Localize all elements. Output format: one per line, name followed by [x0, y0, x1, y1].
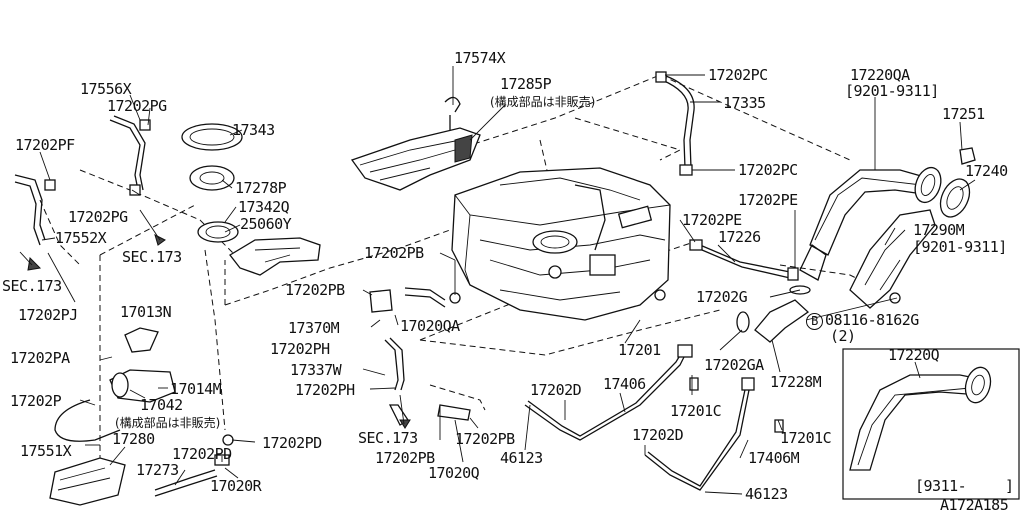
- label-17202pe-a: 17202PE: [738, 191, 798, 209]
- bolt-part-number: 08116-8162G: [825, 311, 919, 329]
- label-17202pj: 17202PJ: [18, 306, 78, 324]
- label-bolt-qty: (2): [830, 327, 856, 345]
- vent-tube: [655, 71, 695, 176]
- bolt-circle-b: B: [806, 313, 823, 330]
- note-not-sold-mid: (構成部品は非販売): [115, 416, 221, 430]
- label-17406m: 17406M: [748, 449, 800, 467]
- label-17552x: 17552X: [55, 229, 107, 247]
- label-17290m: 17290M: [913, 221, 965, 239]
- label-17285p: 17285P: [500, 75, 552, 93]
- range-9311-end: ]: [1005, 477, 1014, 495]
- label-17202pg-b: 17202PG: [68, 208, 128, 226]
- label-17220q: 17220Q: [888, 346, 940, 364]
- label-17202pb-a: 17202PB: [364, 244, 424, 262]
- label-17220qa: 17220QA: [850, 66, 910, 84]
- label-17202pc-a: 17202PC: [708, 66, 768, 84]
- note-not-sold-top: (構成部品は非販売): [490, 95, 596, 109]
- range-9201-9311-a: [9201-9311]: [845, 82, 939, 100]
- evap-hose: [689, 239, 799, 281]
- label-17251: 17251: [942, 105, 985, 123]
- fuel-lines: [524, 344, 784, 491]
- label-17335: 17335: [723, 94, 766, 112]
- fuel-pump-parts: [14, 115, 321, 506]
- label-17240: 17240: [965, 162, 1008, 180]
- filler-tube: [799, 147, 976, 281]
- label-17202ph-a: 17202PH: [270, 340, 330, 358]
- label-17202pb-d: 17202PB: [375, 449, 435, 467]
- label-17337w: 17337W: [290, 361, 342, 379]
- label-17556x: 17556X: [80, 80, 132, 98]
- label-17202pd-b: 17202PD: [172, 445, 232, 463]
- mid-connectors: [369, 287, 471, 426]
- label-17202pc-b: 17202PC: [738, 161, 798, 179]
- label-17201c-a: 17201C: [670, 402, 722, 420]
- label-17202pa: 17202PA: [10, 349, 70, 367]
- label-17202p: 17202P: [10, 392, 62, 410]
- label-17202ph-b: 17202PH: [295, 381, 355, 399]
- label-sec173-b: SEC.173: [2, 277, 62, 295]
- label-25060y: 25060Y: [240, 215, 292, 233]
- label-17574x: 17574X: [454, 49, 506, 67]
- label-17020r: 17020R: [210, 477, 262, 495]
- label-17228m: 17228M: [770, 373, 822, 391]
- label-17202ga: 17202GA: [704, 356, 764, 374]
- label-46123-a: 46123: [500, 449, 543, 467]
- label-sec173-c: SEC.173: [358, 429, 418, 447]
- label-17226: 17226: [718, 228, 761, 246]
- label-17201c-b: 17201C: [780, 429, 832, 447]
- inset-box: [842, 348, 1020, 500]
- label-17406: 17406: [603, 375, 646, 393]
- label-17280: 17280: [112, 430, 155, 448]
- label-17013n: 17013N: [120, 303, 172, 321]
- filler-hose: [736, 285, 811, 343]
- label-17343: 17343: [232, 121, 275, 139]
- label-17342q: 17342Q: [238, 198, 290, 216]
- range-9311-start: [9311-: [915, 477, 967, 495]
- label-17202pd-a: 17202PD: [262, 434, 322, 452]
- label-17202d-b: 17202D: [632, 426, 684, 444]
- label-17273: 17273: [136, 461, 179, 479]
- filler-protector: [849, 209, 936, 309]
- label-17370m: 17370M: [288, 319, 340, 337]
- label-17278p: 17278P: [235, 179, 287, 197]
- label-17202d-a: 17202D: [530, 381, 582, 399]
- label-17020qa: 17020QA: [400, 317, 460, 335]
- range-9201-9311-b: [9201-9311]: [913, 238, 1007, 256]
- heat-shield: [350, 96, 481, 191]
- label-17202pg-a: 17202PG: [107, 97, 167, 115]
- label-17020q: 17020Q: [428, 464, 480, 482]
- label-17202g: 17202G: [696, 288, 748, 306]
- diagram-id: A172A185: [940, 496, 1009, 514]
- label-17201: 17201: [618, 341, 661, 359]
- label-46123-b: 46123: [745, 485, 788, 503]
- label-17202pe-b: 17202PE: [682, 211, 742, 229]
- label-17202pf: 17202PF: [15, 136, 75, 154]
- label-sec173-a: SEC.173: [122, 248, 182, 266]
- label-17202pb-b: 17202PB: [285, 281, 345, 299]
- label-17042: 17042: [140, 396, 183, 414]
- label-17202pb-c: 17202PB: [455, 430, 515, 448]
- fuel-tank: [451, 167, 671, 321]
- label-17551x: 17551X: [20, 442, 72, 460]
- label-17014m: 17014M: [170, 380, 222, 398]
